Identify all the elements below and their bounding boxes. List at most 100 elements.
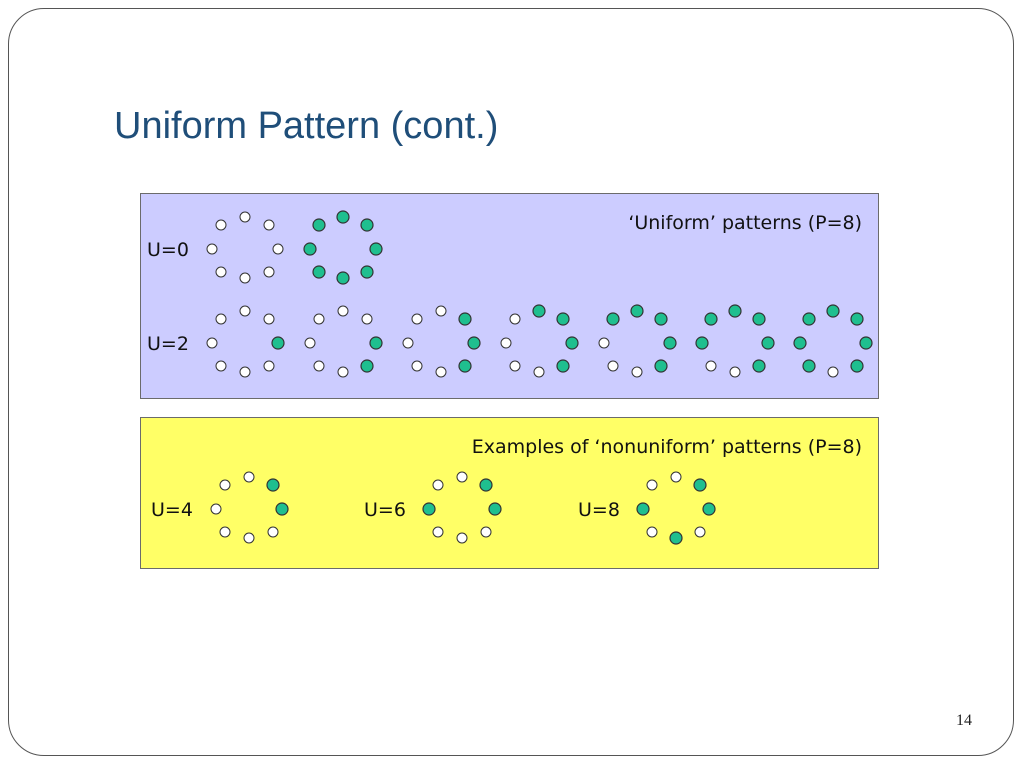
bit-one-dot bbox=[630, 304, 644, 318]
bit-zero-dot bbox=[239, 211, 251, 223]
uniform-pattern bbox=[402, 305, 481, 378]
bit-zero-dot bbox=[206, 243, 218, 255]
bit-zero-dot bbox=[215, 360, 227, 372]
nonuniform-pattern bbox=[210, 471, 289, 544]
bit-one-dot bbox=[479, 478, 493, 492]
bit-zero-dot bbox=[480, 526, 492, 538]
bit-one-dot bbox=[761, 336, 775, 350]
uniform-pattern bbox=[303, 210, 383, 285]
bit-zero-dot bbox=[533, 366, 545, 378]
bit-zero-dot bbox=[263, 266, 275, 278]
bit-one-dot bbox=[275, 502, 289, 516]
uniform-pattern bbox=[793, 304, 873, 378]
bit-one-dot bbox=[850, 359, 864, 373]
uniform-pattern bbox=[695, 304, 775, 378]
bit-zero-dot bbox=[337, 305, 349, 317]
row-label: U=6 bbox=[364, 499, 406, 521]
bit-zero-dot bbox=[598, 337, 610, 349]
bit-one-dot bbox=[802, 359, 816, 373]
bit-one-dot bbox=[606, 312, 620, 326]
bit-one-dot bbox=[859, 336, 873, 350]
bit-zero-dot bbox=[607, 360, 619, 372]
bit-zero-dot bbox=[435, 366, 447, 378]
nonuniform-patterns-caption: Examples of ‘nonuniform’ patterns (P=8) bbox=[472, 436, 862, 458]
nonuniform-pattern bbox=[636, 471, 716, 545]
row-label: U=2 bbox=[147, 333, 189, 355]
bit-zero-dot bbox=[646, 526, 658, 538]
uniform-patterns-caption: ‘Uniform’ patterns (P=8) bbox=[628, 212, 862, 234]
bit-zero-dot bbox=[361, 313, 373, 325]
bit-one-dot bbox=[458, 312, 472, 326]
bit-one-dot bbox=[360, 359, 374, 373]
bit-zero-dot bbox=[432, 526, 444, 538]
bit-zero-dot bbox=[219, 479, 231, 491]
bit-zero-dot bbox=[239, 305, 251, 317]
bit-one-dot bbox=[802, 312, 816, 326]
uniform-pattern bbox=[206, 211, 284, 284]
bit-one-dot bbox=[312, 265, 326, 279]
row-label: U=4 bbox=[151, 499, 193, 521]
bit-zero-dot bbox=[210, 503, 222, 515]
bit-zero-dot bbox=[243, 471, 255, 483]
row-label: U=8 bbox=[578, 499, 620, 521]
bit-one-dot bbox=[532, 304, 546, 318]
bit-zero-dot bbox=[411, 313, 423, 325]
bit-zero-dot bbox=[219, 526, 231, 538]
bit-zero-dot bbox=[631, 366, 643, 378]
bit-one-dot bbox=[793, 336, 807, 350]
bit-one-dot bbox=[369, 242, 383, 256]
uniform-pattern bbox=[598, 304, 677, 378]
nonuniform-patterns-figure: Examples of ‘nonuniform’ patterns (P=8) … bbox=[151, 436, 862, 545]
bit-one-dot bbox=[752, 359, 766, 373]
bit-one-dot bbox=[312, 218, 326, 232]
bit-one-dot bbox=[303, 242, 317, 256]
bit-one-dot bbox=[467, 336, 481, 350]
bit-zero-dot bbox=[509, 313, 521, 325]
bit-zero-dot bbox=[313, 360, 325, 372]
bit-one-dot bbox=[728, 304, 742, 318]
nonuniform-pattern bbox=[422, 471, 502, 544]
bit-zero-dot bbox=[215, 219, 227, 231]
bit-one-dot bbox=[752, 312, 766, 326]
bit-zero-dot bbox=[509, 360, 521, 372]
bit-zero-dot bbox=[263, 313, 275, 325]
bit-zero-dot bbox=[456, 471, 468, 483]
bit-one-dot bbox=[850, 312, 864, 326]
bit-one-dot bbox=[693, 478, 707, 492]
bit-one-dot bbox=[336, 210, 350, 224]
bit-one-dot bbox=[695, 336, 709, 350]
bit-one-dot bbox=[360, 265, 374, 279]
bit-one-dot bbox=[636, 502, 650, 516]
bit-one-dot bbox=[271, 336, 285, 350]
bit-zero-dot bbox=[239, 272, 251, 284]
bit-one-dot bbox=[663, 336, 677, 350]
bit-one-dot bbox=[422, 502, 436, 516]
page-number: 14 bbox=[956, 712, 972, 729]
bit-zero-dot bbox=[694, 526, 706, 538]
bit-one-dot bbox=[702, 502, 716, 516]
bit-zero-dot bbox=[267, 526, 279, 538]
nonuniform-patterns-panel: Examples of ‘nonuniform’ patterns (P=8) … bbox=[140, 417, 879, 569]
bit-zero-dot bbox=[827, 366, 839, 378]
uniform-pattern bbox=[206, 305, 285, 378]
bit-zero-dot bbox=[500, 337, 512, 349]
bit-zero-dot bbox=[263, 219, 275, 231]
bit-zero-dot bbox=[705, 360, 717, 372]
bit-one-dot bbox=[654, 359, 668, 373]
bit-zero-dot bbox=[313, 313, 325, 325]
bit-zero-dot bbox=[272, 243, 284, 255]
bit-zero-dot bbox=[263, 360, 275, 372]
bit-one-dot bbox=[565, 336, 579, 350]
bit-zero-dot bbox=[456, 532, 468, 544]
bit-zero-dot bbox=[729, 366, 741, 378]
bit-zero-dot bbox=[435, 305, 447, 317]
bit-one-dot bbox=[556, 312, 570, 326]
bit-zero-dot bbox=[243, 532, 255, 544]
bit-one-dot bbox=[266, 478, 280, 492]
bit-zero-dot bbox=[646, 479, 658, 491]
bit-zero-dot bbox=[432, 479, 444, 491]
uniform-patterns-figure: ‘Uniform’ patterns (P=8) U=0U=2 bbox=[147, 210, 873, 378]
bit-zero-dot bbox=[206, 337, 218, 349]
bit-one-dot bbox=[669, 531, 683, 545]
bit-one-dot bbox=[369, 336, 383, 350]
